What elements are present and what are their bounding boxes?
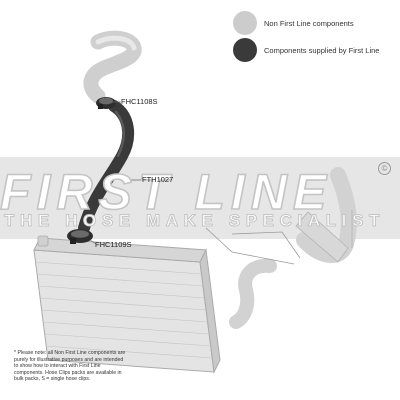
legend-label-first-line: Components supplied by First Line (264, 45, 380, 55)
hose-clip-fhc1108s (96, 97, 116, 109)
hose-clip-fhc1109s (67, 229, 93, 244)
lower-hose-component (229, 258, 277, 329)
hose-fth1027 (78, 100, 135, 234)
legend-item-non-first-line: Non First Line components (233, 11, 354, 35)
part-label-clip-bottom: FHC1109S (95, 240, 132, 249)
legend-swatch-light (233, 11, 257, 35)
label-leaders (89, 101, 141, 245)
legend-item-first-line: Components supplied by First Line (233, 38, 379, 62)
upper-pipe-component (83, 30, 142, 104)
part-label-clip-top: FHC1108S (121, 97, 158, 106)
copyright-mark: © (378, 162, 391, 175)
connection-lines (205, 227, 301, 265)
tagline-watermark: THE HOSE MAKE SPECIALIST (4, 211, 385, 231)
footnote-text: * Please note: all Non First Line compon… (14, 350, 126, 383)
intercooler-radiator (33, 235, 221, 374)
turbo-pipe-component (296, 167, 357, 263)
legend-label-non-first-line: Non First Line components (264, 18, 354, 28)
legend-swatch-dark (233, 38, 257, 62)
part-label-hose: FTH1027 (142, 175, 174, 184)
brand-watermark: FIRST LINE (0, 163, 333, 221)
